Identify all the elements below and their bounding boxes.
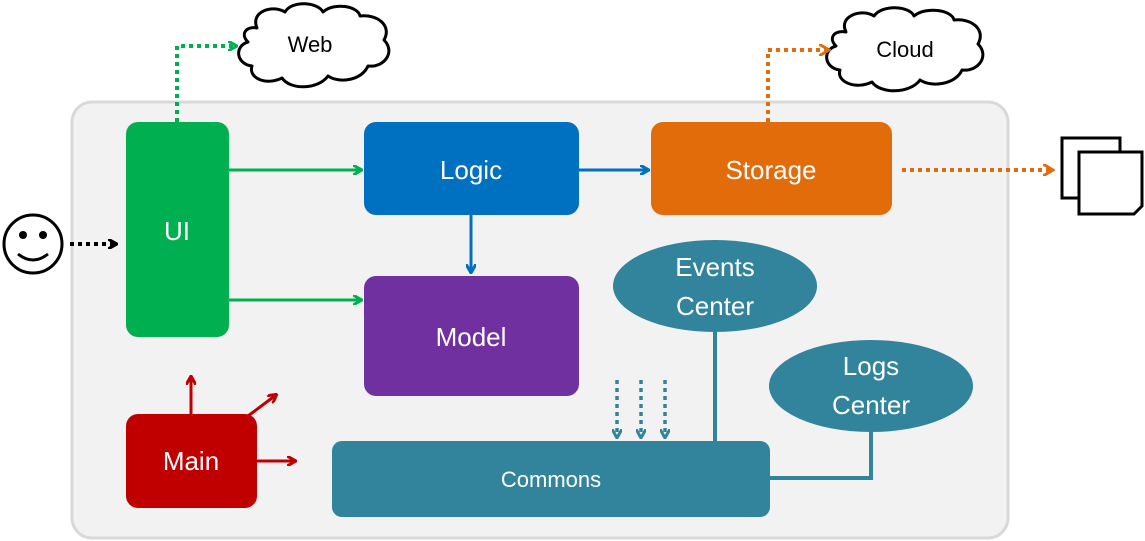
logic-component bbox=[364, 122, 579, 215]
commons-label: Commons bbox=[501, 467, 601, 492]
main-component bbox=[126, 414, 257, 508]
model-component bbox=[364, 276, 579, 396]
files-icon bbox=[1060, 136, 1144, 216]
events-center-component bbox=[613, 240, 817, 332]
logs-center-component bbox=[769, 340, 973, 432]
user-smiley-icon bbox=[2, 213, 64, 275]
logs-center-line1: Logs bbox=[843, 351, 899, 381]
ui-to-web-arrow bbox=[175, 46, 236, 122]
main-label: Main bbox=[163, 446, 219, 476]
web-label: Web bbox=[288, 32, 333, 57]
storage-label: Storage bbox=[725, 155, 816, 185]
web-cloud-icon: Web bbox=[237, 2, 391, 89]
logs-center-line2: Center bbox=[832, 390, 910, 420]
main-diagonal-arrow bbox=[247, 395, 276, 418]
commons-component bbox=[332, 441, 770, 517]
cloud-label: Cloud bbox=[876, 37, 933, 62]
logic-label: Logic bbox=[440, 155, 502, 185]
logs-center-connector bbox=[770, 420, 873, 480]
storage-component bbox=[651, 122, 892, 215]
events-center-line2: Center bbox=[676, 291, 754, 321]
ui-component bbox=[126, 122, 229, 337]
storage-to-cloud-arrow bbox=[766, 50, 828, 122]
ui-label: UI bbox=[164, 216, 190, 246]
cloud-storage-icon: Cloud bbox=[825, 6, 985, 93]
model-label: Model bbox=[436, 322, 507, 352]
events-center-line1: Events bbox=[675, 252, 755, 282]
